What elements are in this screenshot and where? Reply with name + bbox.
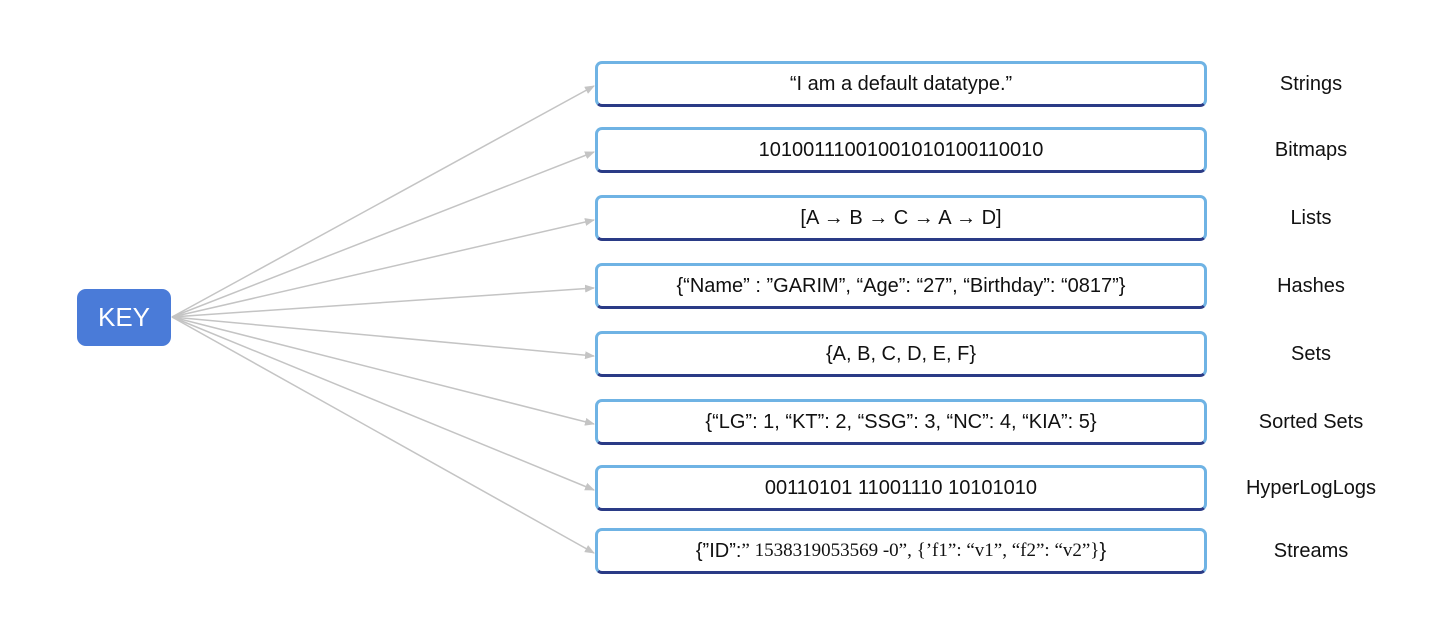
type-label-sets: Sets: [1290, 342, 1332, 365]
value-box-sets: {A, B, C, D, E, F}: [595, 331, 1207, 377]
arrow-to-streams: [171, 316, 595, 554]
value-text: “I am a default datatype.”: [789, 72, 1013, 95]
value-box-lists: [A → B → C → A → D]: [595, 195, 1207, 241]
type-label-lists: Lists: [1290, 206, 1332, 229]
value-text: 00110101 11001110 10101010: [764, 476, 1038, 499]
value-text: {“LG”: 1, “KT”: 2, “SSG”: 3, “NC”: 4, “K…: [705, 410, 1097, 433]
datatype-row-hyperloglogs: 00110101 11001110 10101010 HyperLogLogs: [0, 465, 1430, 511]
type-label-streams: Streams: [1273, 539, 1349, 562]
type-label-sorted-sets: Sorted Sets: [1258, 410, 1364, 433]
datatype-row-hashes: {“Name” : ”GARIM”, “Age”: “27”, “Birthda…: [0, 263, 1430, 309]
value-box-bitmaps: 10100111001001010100110010: [595, 127, 1207, 173]
type-label-bitmaps: Bitmaps: [1274, 138, 1348, 161]
datatype-row-lists: [A → B → C → A → D] Lists: [0, 195, 1430, 241]
value-box-hyperloglogs: 00110101 11001110 10101010: [595, 465, 1207, 511]
arrow-to-hyperloglogs: [171, 316, 595, 491]
datatype-row-strings: “I am a default datatype.” Strings: [0, 61, 1430, 107]
value-box-strings: “I am a default datatype.”: [595, 61, 1207, 107]
value-text-part: {”ID”:: [695, 539, 742, 562]
value-text-part: ” 1538319053569 -0”, {’f1”: “v1”, “f2”: …: [741, 540, 1100, 561]
value-text: 10100111001001010100110010: [758, 138, 1044, 161]
datatype-row-sets: {A, B, C, D, E, F} Sets: [0, 331, 1430, 377]
arrow-to-lists: [171, 218, 595, 318]
type-label-hyperloglogs: HyperLogLogs: [1245, 476, 1377, 499]
type-label-strings: Strings: [1279, 72, 1343, 95]
arrow-to-sets: [171, 316, 595, 360]
value-text: [A → B → C → A → D]: [800, 206, 1002, 229]
value-box-streams: {”ID”:” 1538319053569 -0”, {’f1”: “v1”, …: [595, 528, 1207, 574]
value-text-part: }: [1099, 539, 1107, 562]
value-box-hashes: {“Name” : ”GARIM”, “Age”: “27”, “Birthda…: [595, 263, 1207, 309]
arrow-to-strings: [171, 85, 595, 318]
key-label: KEY: [97, 302, 151, 332]
datatype-row-sorted-sets: {“LG”: 1, “KT”: 2, “SSG”: 3, “NC”: 4, “K…: [0, 399, 1430, 445]
arrow-to-bitmaps: [171, 151, 595, 318]
value-box-sorted-sets: {“LG”: 1, “KT”: 2, “SSG”: 3, “NC”: 4, “K…: [595, 399, 1207, 445]
value-text: {“Name” : ”GARIM”, “Age”: “27”, “Birthda…: [676, 274, 1126, 297]
arrow-to-hashes: [171, 284, 595, 318]
datatype-row-bitmaps: 10100111001001010100110010 Bitmaps: [0, 127, 1430, 173]
key-node: KEY: [77, 289, 171, 346]
value-text: {A, B, C, D, E, F}: [825, 342, 977, 365]
datatype-row-streams: {”ID”:” 1538319053569 -0”, {’f1”: “v1”, …: [0, 528, 1430, 574]
arrow-to-sorted-sets: [171, 316, 595, 426]
type-label-hashes: Hashes: [1277, 274, 1345, 297]
